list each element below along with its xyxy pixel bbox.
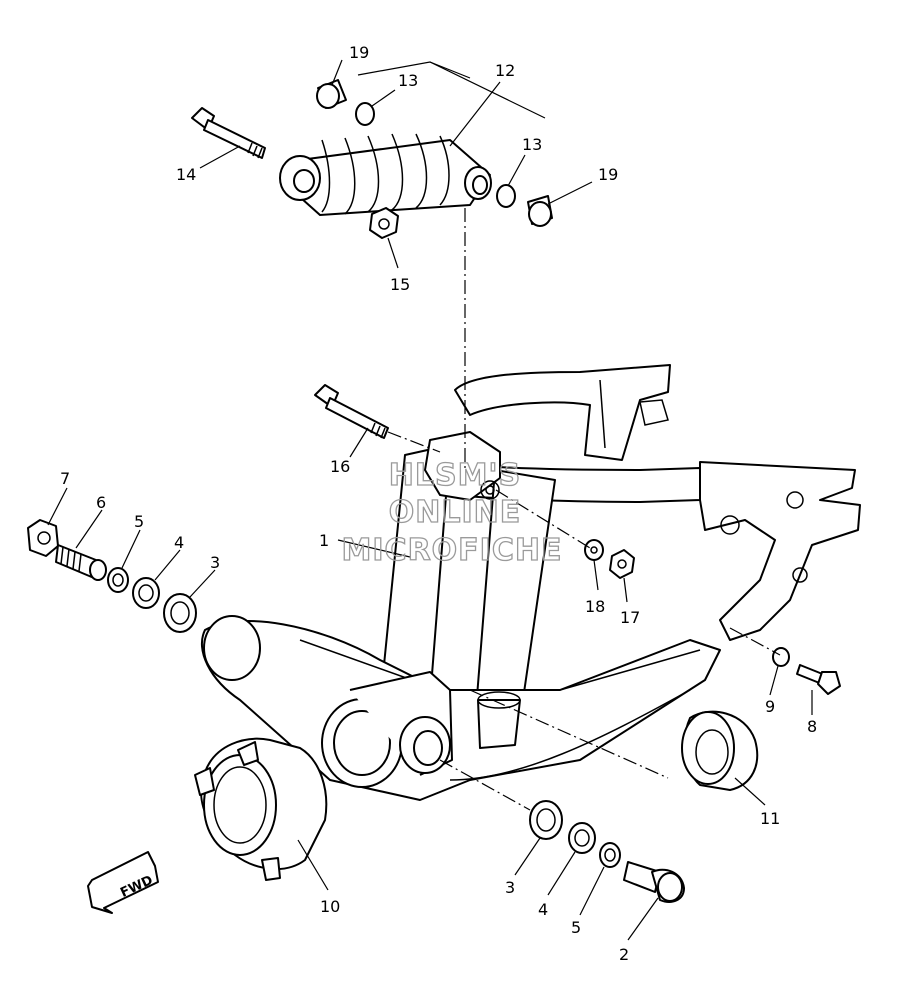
callout-3-left: 3 xyxy=(210,553,220,572)
callout-7: 7 xyxy=(60,469,70,488)
bushing-5-left xyxy=(107,567,129,593)
bushing-5-right xyxy=(599,842,621,868)
callout-4-right: 4 xyxy=(538,900,548,919)
callout-10: 10 xyxy=(320,897,340,916)
bearing-3-right xyxy=(529,800,563,840)
shock-nut xyxy=(369,207,399,239)
callout-6: 6 xyxy=(96,493,106,512)
callout-12: 12 xyxy=(495,61,515,80)
callout-14: 14 xyxy=(176,165,196,184)
swingarm xyxy=(200,364,861,801)
bolt-8 xyxy=(796,664,841,695)
callout-leaders xyxy=(47,59,813,941)
callout-3-right: 3 xyxy=(505,878,515,897)
assembly-centerlines xyxy=(387,208,781,811)
rear-shock-absorber xyxy=(279,133,492,216)
nut-17 xyxy=(609,549,635,579)
callout-11: 11 xyxy=(760,809,780,828)
watermark: HLSM'S ONLINE MICROFICHE xyxy=(341,457,563,568)
callout-numbers: 19 13 12 13 19 14 15 16 1 7 6 5 4 3 18 1… xyxy=(60,43,817,964)
callout-5-right: 5 xyxy=(571,918,581,937)
callout-2: 2 xyxy=(619,945,629,964)
forward-direction-arrow: FWD xyxy=(87,851,159,914)
shock-bolt xyxy=(191,107,266,159)
callout-13-right: 13 xyxy=(522,135,542,154)
oil-seal-4-left xyxy=(132,577,160,609)
pivot-cap xyxy=(681,710,759,791)
callout-5-left: 5 xyxy=(134,512,144,531)
washer-9 xyxy=(772,647,790,667)
collar-right xyxy=(527,195,553,227)
dust-boot xyxy=(194,737,328,881)
pivot-bracket-bolt xyxy=(314,384,389,439)
callout-19-right: 19 xyxy=(598,165,618,184)
callout-9: 9 xyxy=(765,697,775,716)
washer-18 xyxy=(584,539,604,561)
callout-16: 16 xyxy=(330,457,350,476)
bushing-top xyxy=(355,102,375,126)
callout-8: 8 xyxy=(807,717,817,736)
callout-1: 1 xyxy=(319,531,329,550)
callout-18: 18 xyxy=(585,597,605,616)
callout-15: 15 xyxy=(390,275,410,294)
bearing-3-left xyxy=(163,593,197,633)
callout-4-left: 4 xyxy=(174,533,184,552)
collar-top xyxy=(316,79,347,109)
callout-19-top: 19 xyxy=(349,43,369,62)
callout-13-top: 13 xyxy=(398,71,418,90)
oil-seal-4-right xyxy=(568,822,596,854)
pivot-shaft-right xyxy=(623,861,685,903)
bushing-right xyxy=(496,184,516,208)
watermark-line3: MICROFICHE xyxy=(342,533,563,568)
watermark-line2: ONLINE xyxy=(389,495,522,530)
watermark-line1: HLSM'S xyxy=(389,458,521,493)
nut-7 xyxy=(27,519,59,557)
callout-17: 17 xyxy=(620,608,640,627)
pivot-shaft-left xyxy=(55,544,107,581)
